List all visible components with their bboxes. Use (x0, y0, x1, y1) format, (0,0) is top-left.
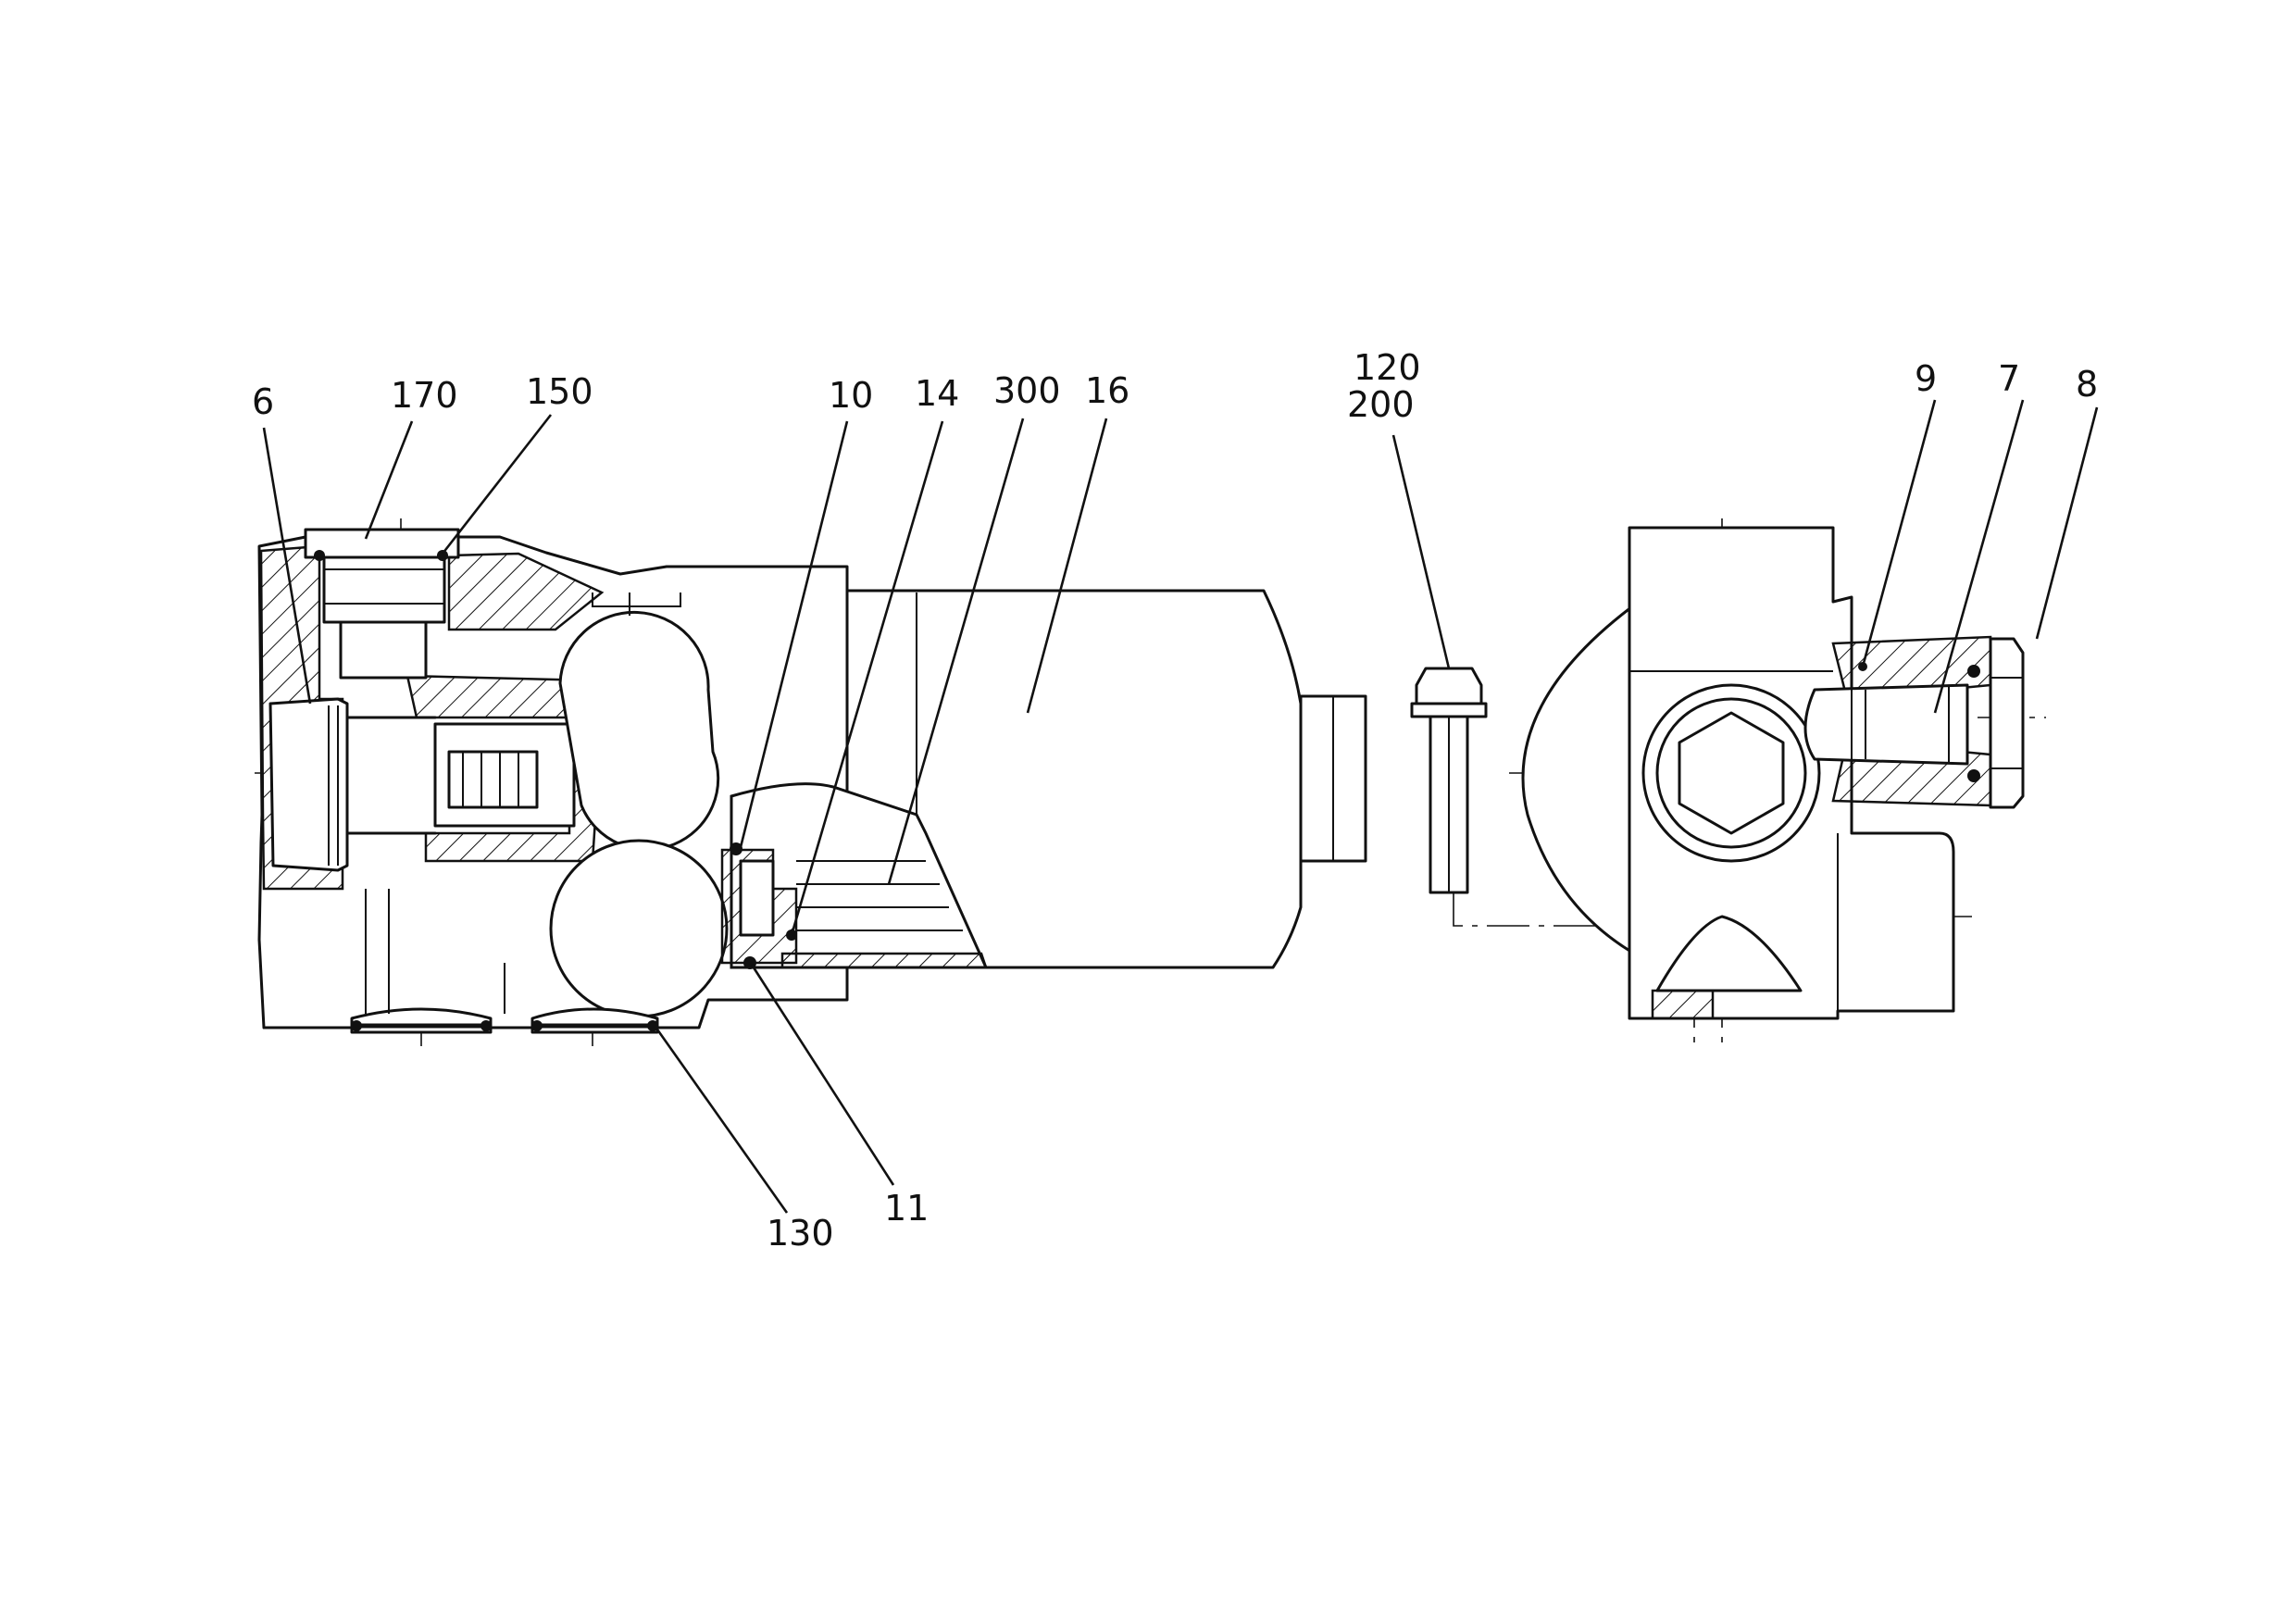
callout-150: 150 (526, 371, 593, 412)
leader-14 (790, 420, 944, 936)
leader-120-200 (1391, 434, 1451, 669)
end-view-foot-section (1651, 989, 1715, 1020)
end-view (1509, 518, 2046, 1046)
top-bracket-marker (592, 593, 681, 607)
bypass-valve-spool (447, 750, 539, 809)
callout-200: 200 (1347, 384, 1415, 425)
seal-8-bottom (1967, 769, 1980, 782)
leader-7 (1933, 399, 2025, 714)
callout-16: 16 (1085, 370, 1129, 411)
callouts: 6 170 150 10 14 300 16 120 200 9 7 8 130… (252, 347, 2098, 1254)
leader-16 (1026, 418, 1108, 714)
callout-11: 11 (884, 1188, 929, 1229)
bowl-wall-section (780, 952, 988, 969)
bypass-valve-body (433, 722, 576, 828)
mounting-screw (1410, 667, 1695, 1046)
callout-6: 6 (252, 381, 274, 422)
end-view-port-ring (1641, 683, 1821, 863)
end-view-port-inner (1655, 697, 1807, 849)
valve-plug-8 (1989, 637, 2025, 809)
leader-11 (750, 964, 895, 1186)
seal-8-top (1967, 665, 1980, 678)
seal-130-a (351, 1020, 362, 1031)
leader-8 (2035, 406, 2099, 640)
callout-120: 120 (1354, 347, 1421, 388)
callout-130: 130 (767, 1213, 834, 1254)
top-plug-170 (304, 528, 460, 559)
seal-130-c (531, 1020, 543, 1031)
seal-130-b (480, 1020, 492, 1031)
end-view-hex-socket (1678, 711, 1785, 835)
leader-lines (262, 399, 2099, 1214)
bottom-port-b (530, 1007, 659, 1034)
top-plug-neck (339, 620, 428, 680)
valve-cartridge-7 (1803, 683, 1969, 766)
end-view-bottom-notch (1655, 915, 1803, 992)
callout-10: 10 (829, 375, 873, 416)
seal-150-right (437, 550, 448, 561)
callout-14: 14 (915, 373, 959, 414)
leader-300 (887, 418, 1025, 885)
screw-head (1415, 667, 1483, 705)
top-plug-stem (322, 555, 446, 624)
callout-8: 8 (2076, 364, 2098, 405)
callout-9: 9 (1915, 358, 1937, 399)
leader-6 (262, 427, 312, 705)
callout-170: 170 (391, 375, 458, 416)
bottom-port-a (350, 1007, 493, 1034)
screw-washer (1410, 702, 1488, 718)
leader-9 (1861, 399, 1937, 668)
oring-10 (730, 842, 742, 855)
housing-section-top (447, 552, 605, 631)
bowl-seat-insert (739, 859, 775, 937)
leader-170 (364, 420, 414, 540)
callout-7: 7 (1998, 358, 2020, 399)
seal-130-d (647, 1020, 658, 1031)
leader-10 (739, 420, 849, 848)
callout-300: 300 (993, 370, 1061, 411)
leader-130 (655, 1029, 789, 1214)
leader-150 (441, 414, 553, 555)
side-view (255, 518, 1370, 1046)
seal-150-left (314, 550, 325, 561)
port-plug-6 (268, 697, 349, 872)
lower-port-boss (549, 839, 729, 1018)
